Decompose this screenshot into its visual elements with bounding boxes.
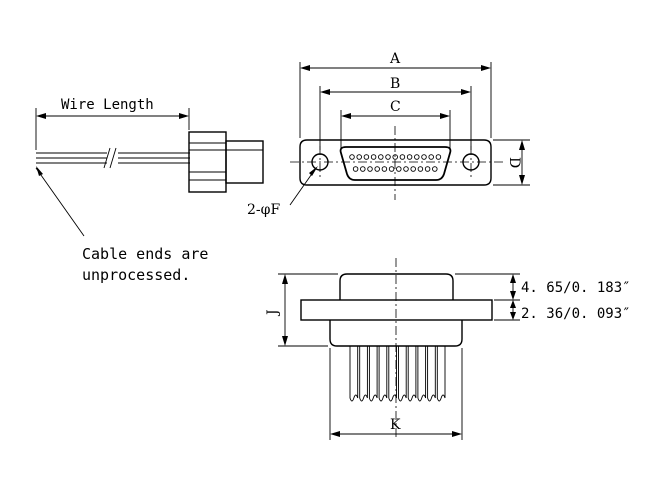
dim-b-label: B: [390, 76, 400, 92]
pin: [352, 166, 359, 172]
pin: [374, 166, 380, 172]
dim-d-label: D: [506, 157, 522, 168]
pin: [349, 154, 355, 160]
pin: [360, 166, 366, 172]
pin: [428, 154, 434, 160]
wire: [378, 346, 388, 402]
pin: [432, 166, 438, 172]
connector-front-view: A B C D 2-φF: [247, 51, 530, 218]
cable-side-view: Wire Length Cable ends are unprocessed.: [35, 97, 264, 284]
pin: [367, 166, 373, 172]
wire: [398, 346, 407, 402]
pin: [396, 166, 402, 172]
wire: [427, 346, 436, 402]
pin: [370, 154, 377, 160]
pin: [414, 154, 420, 160]
pin: [410, 166, 416, 172]
wire-bundle: [349, 346, 446, 402]
cable-note-line1: Cable ends are: [82, 245, 208, 263]
pin: [406, 154, 413, 160]
connector-side-view: J K 4. 65/0. 183″ 2. 36/0. 093″: [265, 258, 631, 440]
wire-length-label: Wire Length: [61, 97, 154, 113]
wire: [436, 346, 446, 402]
dim-a-label: A: [389, 51, 401, 67]
wire: [349, 346, 359, 402]
wire: [417, 346, 427, 402]
flange-thickness-label: 2. 36/0. 093″: [521, 306, 631, 322]
wire: [368, 346, 378, 402]
pin: [435, 154, 442, 160]
pin: [385, 154, 391, 160]
pin: [399, 154, 406, 160]
dim-c-label: C: [390, 99, 401, 115]
wire: [388, 346, 397, 402]
dim-j-label: J: [265, 309, 281, 317]
pin: [424, 166, 431, 172]
pin: [421, 154, 427, 160]
pin: [378, 154, 384, 160]
mounting-hole-label: 2-φF: [247, 202, 280, 218]
cable-note-line2: unprocessed.: [82, 266, 190, 284]
dim-k-label: K: [390, 417, 401, 433]
pin: [363, 154, 370, 160]
pin: [417, 166, 424, 172]
pin: [356, 154, 362, 160]
upper-thickness-label: 4. 65/0. 183″: [521, 280, 631, 296]
wire: [359, 346, 368, 402]
pin-array: [349, 154, 442, 172]
pin: [403, 166, 409, 172]
wire: [407, 346, 417, 402]
pin: [392, 154, 398, 160]
pin: [381, 166, 388, 172]
pin: [388, 166, 395, 172]
